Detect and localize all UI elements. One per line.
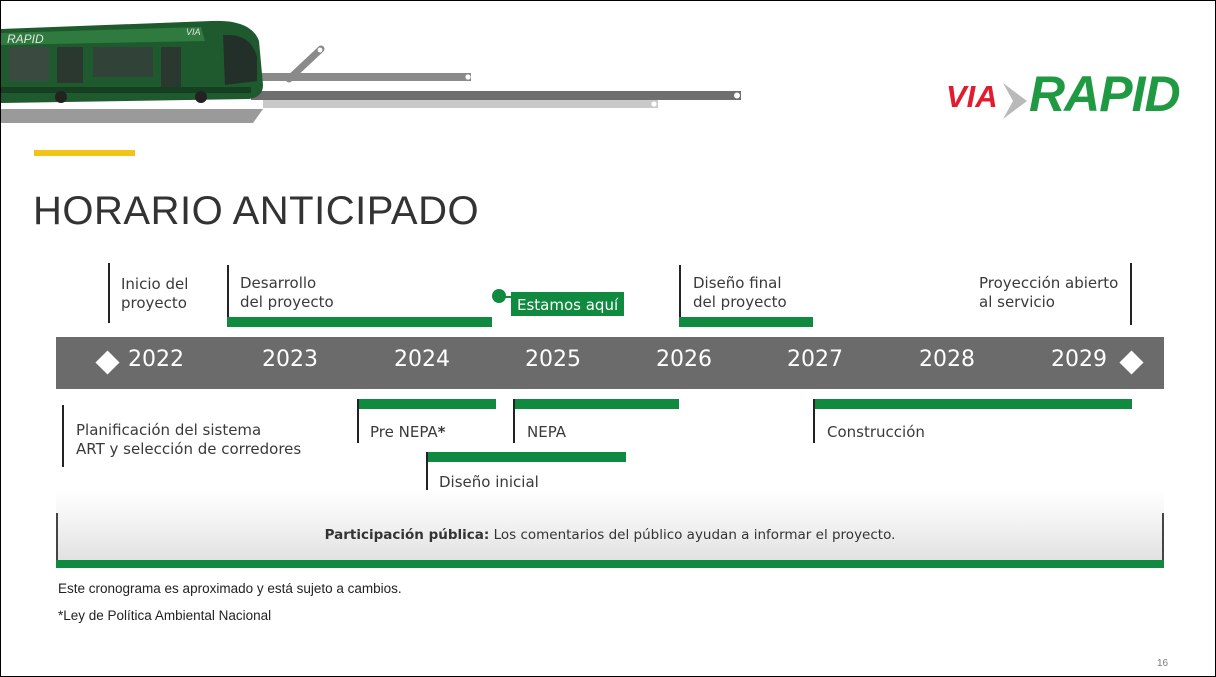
year-2029: 2029 — [1051, 347, 1107, 372]
svg-text:RAPID: RAPID — [7, 32, 44, 46]
participation-bold-label: Participación pública: — [324, 527, 490, 543]
participation-text: Participación pública: Los comentarios d… — [56, 527, 1164, 543]
nepa-line — [513, 399, 515, 443]
bus-header-graphic: RAPID VIA — [1, 20, 741, 123]
year-2024: 2024 — [394, 347, 450, 372]
nepa-bar — [513, 399, 679, 409]
page-title: HORARIO ANTICIPADO — [33, 189, 480, 233]
pre-nepa-line — [357, 399, 359, 443]
milestone-inicio-label: Inicio del proyecto — [121, 275, 189, 312]
year-2026: 2026 — [656, 347, 712, 372]
phase-planificacion-label: Planificación del sistema ART y selecció… — [76, 421, 302, 458]
nepa-footnote: *Ley de Política Ambiental Nacional — [58, 608, 272, 623]
phase-planificacion-line — [62, 405, 64, 467]
logo-via-text: VIA — [946, 79, 998, 114]
milestone-proyeccion-label: Proyección abierto al servicio — [979, 274, 1119, 311]
phase-nepa-label: NEPA — [527, 423, 567, 441]
participation-description: Los comentarios del público ayudan a inf… — [489, 527, 896, 543]
participation-right-edge — [1162, 513, 1164, 560]
year-2025: 2025 — [525, 347, 581, 372]
logo-rapid-text: RAPID — [1029, 66, 1181, 122]
you-are-here-connector — [502, 296, 512, 298]
participation-band — [56, 490, 1164, 560]
milestone-diseno-final-label: Diseño final del proyecto — [693, 274, 787, 311]
milestone-inicio-line — [108, 263, 110, 323]
year-2027: 2027 — [787, 347, 843, 372]
diseno-inicial-line — [426, 452, 428, 498]
milestone-proyeccion-line — [1130, 263, 1132, 325]
year-2028: 2028 — [919, 347, 975, 372]
year-2023: 2023 — [262, 347, 318, 372]
logo-chevron-icon — [1003, 83, 1027, 119]
svg-text:VIA: VIA — [186, 27, 201, 37]
you-are-here-tag: Estamos aquí — [511, 292, 625, 316]
milestone-desarrollo-line — [227, 265, 229, 327]
pre-nepa-footnote-mark: * — [437, 423, 446, 441]
construccion-bar — [813, 399, 1132, 409]
diseno-final-bar — [679, 317, 813, 327]
participation-left-edge — [56, 513, 58, 560]
phase-pre-nepa-label: Pre NEPA* — [370, 423, 446, 441]
participation-green-bar — [56, 560, 1164, 568]
milestone-diseno-final-line — [679, 265, 681, 327]
phase-diseno-inicial-label: Diseño inicial — [439, 473, 539, 491]
page-number: 16 — [1157, 658, 1169, 669]
year-2022: 2022 — [128, 347, 184, 372]
year-band — [56, 337, 1164, 389]
schedule-disclaimer: Este cronograma es aproximado y está suj… — [58, 581, 402, 596]
you-are-here-dot — [492, 289, 506, 303]
pre-nepa-bar — [357, 399, 496, 409]
milestone-desarrollo-label: Desarrollo del proyecto — [240, 274, 334, 311]
title-accent-bar — [34, 150, 135, 156]
diseno-inicial-bar — [426, 452, 626, 462]
construccion-line — [813, 399, 815, 443]
phase-construccion-label: Construcción — [827, 423, 925, 441]
desarrollo-bar — [227, 317, 492, 327]
